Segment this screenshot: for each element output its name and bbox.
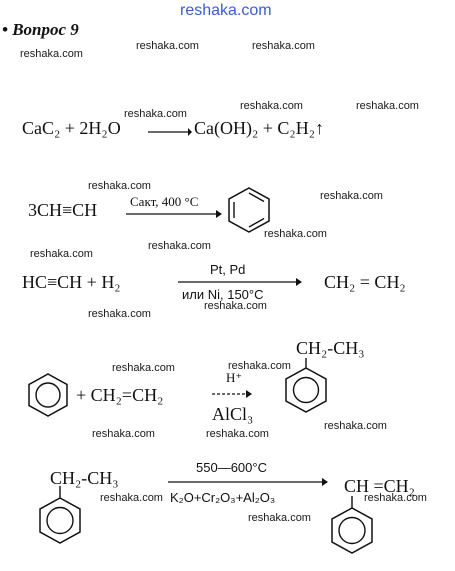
- reaction3-condition-top: Pt, Pd: [210, 262, 246, 277]
- watermark: reshaka.com: [20, 48, 83, 60]
- reaction1-arrow: [148, 128, 192, 136]
- reaction4-arrow: [212, 390, 252, 398]
- reaction5-reactant-chain: CH₂-CH₃: [50, 468, 119, 488]
- reaction4-condition-bottom: AlCl₃: [212, 404, 254, 424]
- watermark: reshaka.com: [364, 492, 427, 504]
- reaction4-product-ring: [285, 358, 327, 413]
- reaction2-left: 3CH≡CH: [28, 200, 98, 220]
- watermark: reshaka.com: [228, 360, 291, 372]
- benzene-ring-icon: [28, 373, 68, 417]
- reaction5-product-chain: CH =CH₂: [344, 476, 415, 496]
- watermark: reshaka.com: [264, 228, 327, 240]
- reaction3-right: CH₂ = CH₂: [324, 272, 406, 292]
- watermark: reshaka.com: [112, 362, 175, 374]
- reaction3-arrow: [178, 278, 302, 286]
- reaction5-arrow: [168, 478, 328, 486]
- watermark: reshaka.com: [240, 100, 303, 112]
- watermark: reshaka.com: [92, 428, 155, 440]
- reaction5-condition-bottom: K₂O+Cr₂O₃+Al₂O₃: [170, 490, 276, 505]
- watermark: reshaka.com: [204, 300, 267, 312]
- benzene-ring-icon: [228, 187, 270, 233]
- watermark: reshaka.com: [124, 108, 187, 120]
- reaction3-condition-bottom: или Ni, 150°C: [182, 287, 264, 302]
- watermark: reshaka.com: [320, 190, 383, 202]
- watermark: reshaka.com: [248, 512, 311, 524]
- question-title: • Вопрос 9: [2, 20, 79, 39]
- watermark: reshaka.com: [324, 420, 387, 432]
- reaction2-arrow: [126, 210, 222, 218]
- watermark: reshaka.com: [206, 428, 269, 440]
- watermark: reshaka.com: [100, 492, 163, 504]
- reaction2-condition: Cакт, 400 °C: [130, 194, 199, 209]
- watermark: reshaka.com: [252, 40, 315, 52]
- watermark: reshaka.com: [136, 40, 199, 52]
- watermark: reshaka.com: [148, 240, 211, 252]
- reaction4-condition-top: H⁺: [226, 370, 243, 385]
- reaction1-left: CaC₂ + 2H₂O: [22, 118, 121, 138]
- reaction3-left: HC≡CH + H₂: [22, 272, 121, 292]
- watermark: reshaka.com: [88, 308, 151, 320]
- reaction1-right: Ca(OH)₂ + C₂H₂↑: [194, 118, 324, 138]
- reaction5-condition-top: 550—600°C: [196, 460, 267, 475]
- reaction5-reactant-ring: [39, 486, 81, 544]
- site-logo[interactable]: reshaka.com: [180, 2, 272, 19]
- reaction5-product-ring: [331, 496, 373, 554]
- watermark: reshaka.com: [356, 100, 419, 112]
- watermark: reshaka.com: [88, 180, 151, 192]
- reaction4-product-chain: CH₂-CH₃: [296, 338, 365, 358]
- reaction4-reagent: + CH₂=CH₂: [76, 385, 164, 405]
- watermark: reshaka.com: [30, 248, 93, 260]
